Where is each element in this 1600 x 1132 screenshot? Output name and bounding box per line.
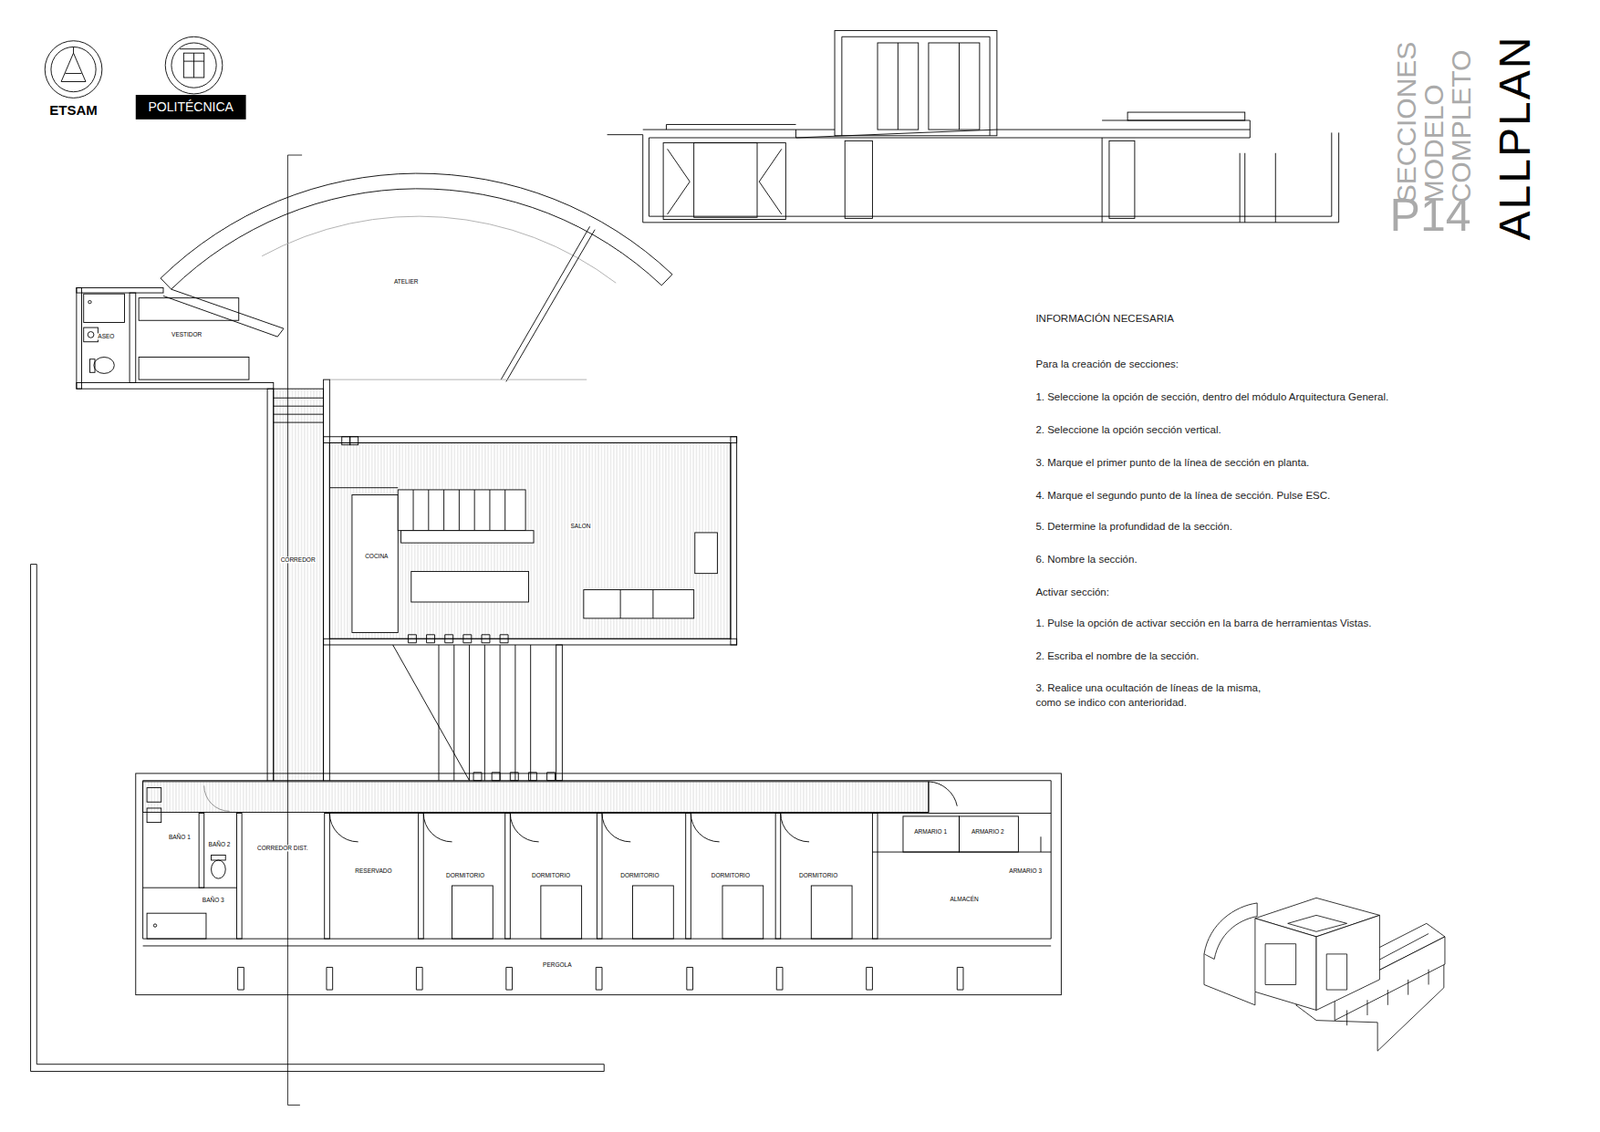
logo-band (135, 94, 247, 120)
note-heading: INFORMACIÓN NECESARIA (1035, 311, 1174, 326)
room-label: ASEO (96, 333, 115, 341)
room-label: RESERVADO (353, 868, 393, 875)
room-label: PERGOLA (541, 962, 572, 969)
instruction-note: 1. Seleccione la opción de sección, dent… (1035, 390, 1389, 405)
sheet-title: SECCIONES MODELO COMPLETO (1392, 41, 1476, 204)
instruction-note: Activar sección: (1035, 584, 1110, 599)
room-label: BAÑO 1 (167, 834, 192, 842)
room-label: BAÑO 2 (207, 841, 232, 849)
brand-logo: ALLPLAN (1493, 35, 1538, 241)
room-label: CORREDOR DIST. (256, 844, 310, 852)
room-label: ARMARIO 1 (913, 828, 948, 835)
instruction-note: 5. Determine la profundidad de la secció… (1035, 519, 1232, 534)
instruction-note: 6. Nombre la sección. (1035, 552, 1137, 567)
room-label: DORMITORIO (798, 872, 839, 879)
room-label: COCINA (363, 552, 389, 560)
instruction-note: 1. Pulse la opción de activar sección en… (1035, 616, 1372, 631)
isometric-view (1204, 897, 1445, 1051)
instruction-note: 2. Escriba el nombre de la sección. (1035, 649, 1199, 664)
logo-text: ETSAM (49, 101, 98, 120)
instruction-note: 3. Realice una ocultación de líneas de l… (1035, 680, 1287, 710)
floor-plan (31, 155, 1062, 1105)
section-drawing (607, 31, 1340, 223)
instruction-note: 4. Marque el segundo punto de la línea d… (1035, 488, 1330, 502)
room-label: SALON (569, 523, 592, 530)
instruction-note: 3. Marque el primer punto de la línea de… (1035, 455, 1310, 469)
room-label: CORREDOR (280, 557, 317, 564)
logo-text: POLITÉCNICA (147, 98, 233, 115)
logo-crest (44, 36, 223, 98)
room-label: ARMARIO 2 (970, 828, 1006, 835)
instruction-note: 2. Seleccione la opción sección vertical… (1035, 422, 1221, 437)
room-label: ARMARIO 3 (1007, 868, 1043, 875)
room-label: BAÑO 3 (201, 896, 226, 904)
room-label: VESTIDOR (170, 331, 203, 338)
sheet-number: P14 (1390, 186, 1472, 246)
room-label: DORMITORIO (530, 872, 572, 879)
room-label: DORMITORIO (445, 872, 486, 879)
room-label: ATELIER (393, 278, 420, 285)
room-label: ALMACÉN (948, 895, 979, 903)
instruction-note: Para la creación de secciones: (1035, 357, 1179, 372)
room-label: DORMITORIO (619, 872, 660, 879)
room-label: DORMITORIO (710, 872, 751, 879)
